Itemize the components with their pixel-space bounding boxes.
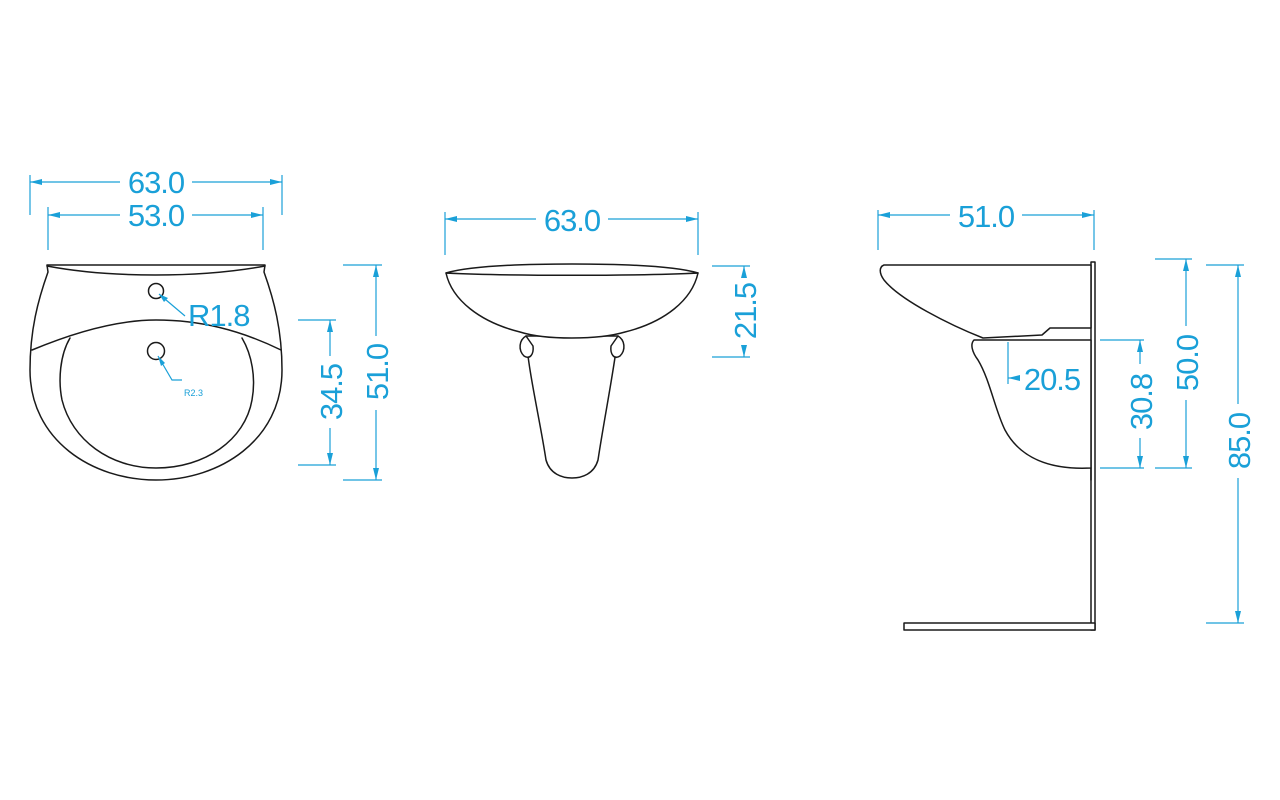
drain-hole <box>146 341 166 361</box>
tap-hole-radius-label: R1.8 <box>188 298 249 333</box>
basin-inner-shelf <box>31 319 282 351</box>
side-basin-top <box>879 264 1092 339</box>
side-bowl-height-label: 30.8 <box>1124 374 1159 430</box>
side-mount-height-label: 50.0 <box>1170 334 1205 391</box>
pedestal-width-label: 63.0 <box>544 203 601 238</box>
basin-top-view <box>29 264 283 481</box>
front-overall-width-label: 63.0 <box>128 165 185 200</box>
side-depth-label: 51.0 <box>958 199 1015 234</box>
side-total-height-label: 85.0 <box>1222 412 1257 469</box>
basin-top-dimensions: 63.0 53.0 R1.8 R2.3 34.5 51.0 <box>29 165 395 481</box>
front-depth-label: 51.0 <box>360 343 395 400</box>
basin-rim-top <box>46 265 266 276</box>
floor-base <box>903 622 1096 631</box>
pedestal-left-bracket <box>519 335 534 358</box>
tap-to-front-label: 34.5 <box>314 364 349 420</box>
pedestal-right-bracket <box>610 335 625 358</box>
basin-side-view <box>879 261 1096 631</box>
front-bowl-width-label: 53.0 <box>128 198 185 233</box>
pedestal-basin-body <box>445 272 699 339</box>
pedestal-front-dimensions: 63.0 21.5 <box>444 203 763 358</box>
basin-top-outline <box>29 264 283 481</box>
pedestal-height-label: 21.5 <box>728 283 763 339</box>
side-pedestal-body <box>971 339 1092 469</box>
side-view-dimensions: 51.0 20.5 30.8 50.0 85.0 <box>877 199 1257 624</box>
pedestal-column <box>525 335 619 479</box>
side-offset-label: 20.5 <box>1024 362 1080 397</box>
drain-radius-label: R2.3 <box>184 388 203 398</box>
pedestal-front-view <box>445 263 699 479</box>
pedestal-basin-rim <box>445 263 699 276</box>
basin-bowl <box>59 337 255 469</box>
